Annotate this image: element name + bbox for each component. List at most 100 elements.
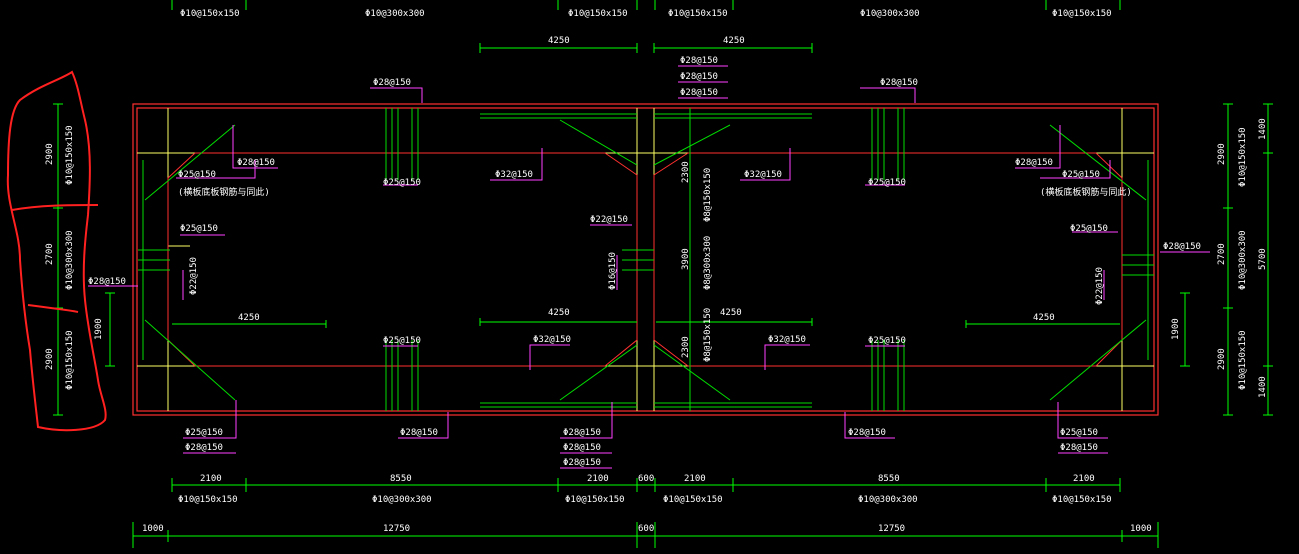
label-rw22: Φ22@150 bbox=[1095, 267, 1105, 305]
label-bl25: Φ25@150 bbox=[185, 428, 223, 438]
label-lb32: Φ32@150 bbox=[533, 335, 571, 345]
label-lb25: Φ25@150 bbox=[383, 336, 421, 346]
left-dim-2: 2700 bbox=[45, 243, 55, 265]
label-c28b: Φ28@150 bbox=[680, 56, 718, 66]
bottom-dim1-d: 600 bbox=[638, 474, 654, 484]
right-outer-dim-2: 5700 bbox=[1258, 248, 1268, 270]
bottom-dim1-e: 2100 bbox=[684, 474, 706, 484]
top-spacing-right-left: Φ10@150x150 bbox=[668, 9, 728, 19]
top-spacing-right-mid: Φ10@300x300 bbox=[860, 9, 920, 19]
label-l32: Φ32@150 bbox=[495, 170, 533, 180]
inner-dim-r-4250a: 4250 bbox=[720, 308, 742, 318]
bottom-spacing-c: Φ10@150x150 bbox=[565, 495, 625, 505]
bottom-spacing-g: Φ10@150x150 bbox=[1052, 495, 1112, 505]
label-r28: Φ28@150 bbox=[1015, 158, 1053, 168]
label-lw25: Φ25@150 bbox=[180, 224, 218, 234]
mid-dim-2: 3900 bbox=[681, 248, 691, 270]
label-bc28a: Φ28@150 bbox=[563, 428, 601, 438]
bottom-spacing-b: Φ10@300x300 bbox=[372, 495, 432, 505]
label-l-note: (横板底板钢筋与同此) bbox=[178, 186, 270, 198]
right-outer-dim-3: 1400 bbox=[1258, 376, 1268, 398]
bottom-dim1-b: 8550 bbox=[390, 474, 412, 484]
mid-spacing-3: Φ8@150x150 bbox=[703, 308, 713, 362]
label-bc28c: Φ28@150 bbox=[563, 458, 601, 468]
bottom-dim2-e: 1000 bbox=[1130, 524, 1152, 534]
bottom-dim1-c: 2100 bbox=[587, 474, 609, 484]
top-dim-right: 4250 bbox=[723, 36, 745, 46]
bottom-spacing-e: Φ10@150x150 bbox=[663, 495, 723, 505]
bottom-dim2-b: 12750 bbox=[383, 524, 410, 534]
right-dim-3: 2900 bbox=[1217, 348, 1227, 370]
label-r25: Φ25@150 bbox=[1062, 170, 1100, 180]
label-rb25: Φ25@150 bbox=[868, 336, 906, 346]
rebar-labels: Φ28@150 Φ28@150 Φ28@150 Φ28@150 Φ28@150 … bbox=[88, 56, 1201, 468]
left-spacing-1: Φ10@150x150 bbox=[65, 125, 75, 185]
mid-spacing-1: Φ8@150x150 bbox=[703, 168, 713, 222]
inner-dim-l-1900: 1900 bbox=[94, 318, 104, 340]
bottom-dim2-c: 600 bbox=[638, 524, 654, 534]
label-r25b: Φ25@150 bbox=[868, 178, 906, 188]
label-m22: Φ22@150 bbox=[590, 215, 628, 225]
left-side-labels: 2900 Φ10@150x150 2700 Φ10@300x300 2900 Φ… bbox=[45, 125, 75, 390]
label-br25: Φ25@150 bbox=[1060, 428, 1098, 438]
label-c28e: Φ28@150 bbox=[880, 78, 918, 88]
top-dim-left: 4250 bbox=[548, 36, 570, 46]
label-m16: Φ16@150 bbox=[608, 252, 618, 290]
left-spacing-2: Φ10@300x300 bbox=[65, 230, 75, 290]
right-dim-1: 2900 bbox=[1217, 143, 1227, 165]
right-spacing-1: Φ10@150x150 bbox=[1238, 127, 1248, 187]
bottom-dim2-d: 12750 bbox=[878, 524, 905, 534]
outer-outline bbox=[132, 103, 1159, 416]
bottom-dims-row-2: 1000 12750 600 12750 1000 bbox=[142, 524, 1152, 534]
top-spacing-left-edge: Φ10@150x150 bbox=[180, 9, 240, 19]
label-rw25: Φ25@150 bbox=[1070, 224, 1108, 234]
right-dim-2: 2700 bbox=[1217, 243, 1227, 265]
right-spacing-2: Φ10@300x300 bbox=[1238, 230, 1248, 290]
label-rb32: Φ32@150 bbox=[768, 335, 806, 345]
bottom-dim1-a: 2100 bbox=[200, 474, 222, 484]
inner-dimension-labels: 4250 4250 4250 4250 1900 1900 bbox=[94, 308, 1181, 340]
label-bl28: Φ28@150 bbox=[185, 443, 223, 453]
mid-dim-3: 2300 bbox=[681, 336, 691, 358]
label-lw28: Φ28@150 bbox=[88, 277, 126, 287]
bottom-dim1-f: 8550 bbox=[878, 474, 900, 484]
leader-lines bbox=[88, 65, 1210, 469]
label-r-note: (横板底板钢筋与同此) bbox=[1040, 186, 1132, 198]
label-rw28: Φ28@150 bbox=[1163, 242, 1201, 252]
bottom-spacing-a: Φ10@150x150 bbox=[178, 495, 238, 505]
label-bc28b: Φ28@150 bbox=[563, 443, 601, 453]
inner-dim-r-1900: 1900 bbox=[1171, 318, 1181, 340]
label-l25b: Φ25@150 bbox=[383, 178, 421, 188]
right-spacing-3: Φ10@150x150 bbox=[1238, 330, 1248, 390]
left-spacing-3: Φ10@150x150 bbox=[65, 330, 75, 390]
rebar-lines bbox=[138, 108, 1154, 411]
top-spacing-left-right: Φ10@150x150 bbox=[568, 9, 628, 19]
inner-dim-r-4250b: 4250 bbox=[1033, 313, 1055, 323]
top-spacing-left-mid: Φ10@300x300 bbox=[365, 9, 425, 19]
label-br28: Φ28@150 bbox=[848, 428, 886, 438]
label-c28a: Φ28@150 bbox=[373, 78, 411, 88]
bottom-dim2-a: 1000 bbox=[142, 524, 164, 534]
mid-spacing-2: Φ8@300x300 bbox=[703, 236, 713, 290]
bottom-dim1-g: 2100 bbox=[1073, 474, 1095, 484]
bottom-spacing-row: Φ10@150x150 Φ10@300x300 Φ10@150x150 Φ10@… bbox=[178, 495, 1112, 505]
top-spacing-right-edge: Φ10@150x150 bbox=[1052, 9, 1112, 19]
label-bm28: Φ28@150 bbox=[400, 428, 438, 438]
label-br28b: Φ28@150 bbox=[1060, 443, 1098, 453]
label-l28: Φ28@150 bbox=[237, 158, 275, 168]
label-l25: Φ25@150 bbox=[178, 170, 216, 180]
left-dim-3: 2900 bbox=[45, 348, 55, 370]
right-side-labels: 2900 Φ10@150x150 2700 Φ10@300x300 2900 Φ… bbox=[1217, 118, 1268, 398]
right-outer-dim-1: 1400 bbox=[1258, 118, 1268, 140]
bottom-dims-row-1: 2100 8550 2100 600 2100 8550 2100 bbox=[200, 474, 1095, 484]
label-r32: Φ32@150 bbox=[744, 170, 782, 180]
left-dim-1: 2900 bbox=[45, 143, 55, 165]
inner-dim-l-4250: 4250 bbox=[238, 313, 260, 323]
label-c28c: Φ28@150 bbox=[680, 72, 718, 82]
bottom-spacing-f: Φ10@300x300 bbox=[858, 495, 918, 505]
label-lw22: Φ22@150 bbox=[189, 257, 199, 295]
inner-dim-c-4250: 4250 bbox=[548, 308, 570, 318]
middle-column-labels: 2300 Φ8@150x150 3900 Φ8@300x300 2300 Φ8@… bbox=[681, 161, 713, 362]
